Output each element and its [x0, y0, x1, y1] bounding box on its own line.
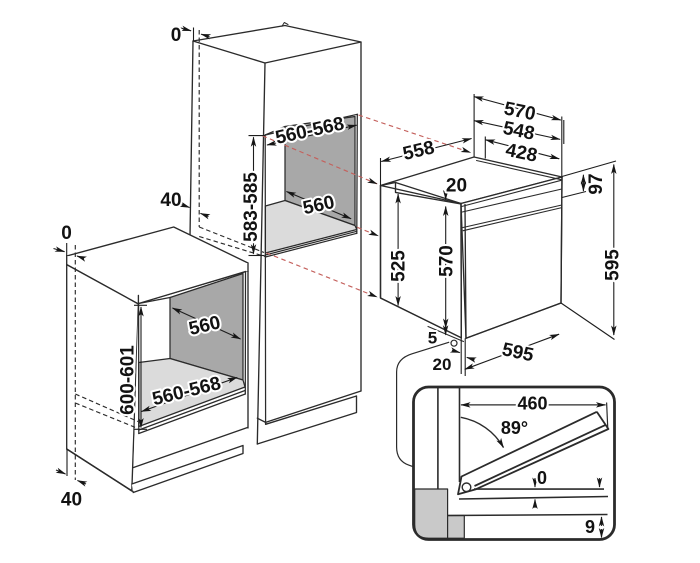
svg-text:20: 20 [446, 175, 467, 196]
svg-text:0: 0 [61, 223, 72, 244]
svg-text:595: 595 [603, 249, 624, 281]
svg-text:460: 460 [517, 394, 547, 414]
svg-text:583-585: 583-585 [241, 172, 262, 242]
svg-text:0: 0 [537, 468, 547, 488]
svg-text:89°: 89° [501, 418, 528, 438]
svg-text:97: 97 [586, 173, 607, 194]
svg-text:9: 9 [585, 517, 595, 537]
svg-text:428: 428 [504, 140, 539, 167]
svg-text:40: 40 [61, 490, 82, 511]
svg-text:525: 525 [389, 250, 410, 282]
svg-text:5: 5 [428, 329, 437, 348]
svg-text:600-601: 600-601 [118, 345, 139, 415]
svg-text:40: 40 [160, 190, 181, 211]
svg-text:570: 570 [437, 245, 458, 277]
svg-text:0: 0 [171, 25, 182, 46]
svg-text:20: 20 [433, 355, 452, 374]
